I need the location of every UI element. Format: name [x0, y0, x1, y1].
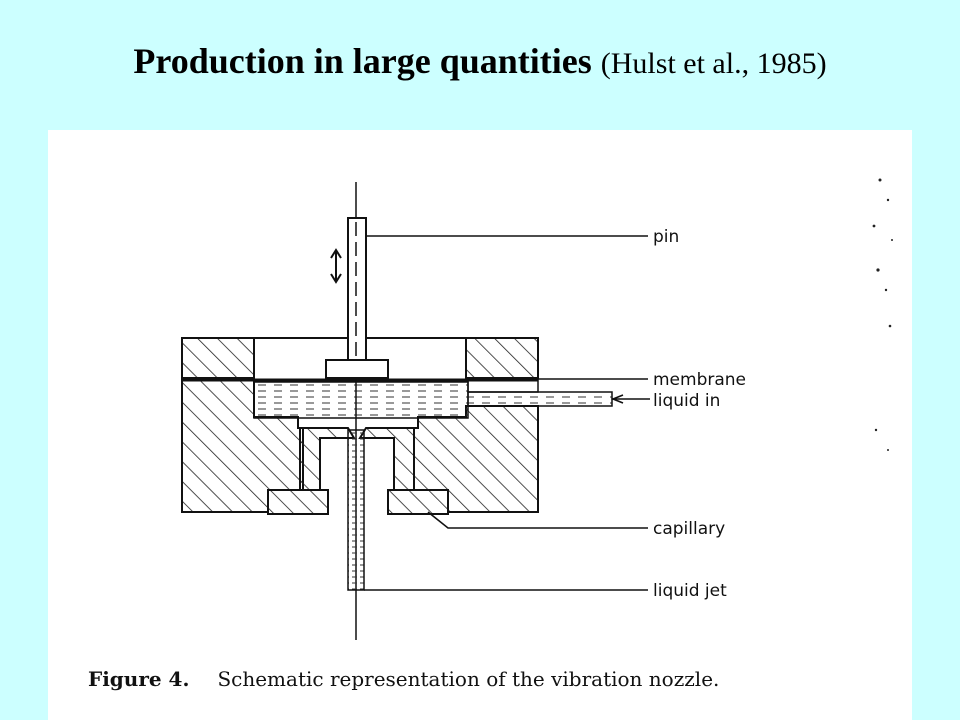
leader-lines — [364, 235, 650, 591]
label-membrane: membrane — [653, 370, 746, 390]
label-liquid-in: liquid in — [653, 391, 720, 411]
label-pin: pin — [653, 227, 679, 247]
pin — [325, 182, 389, 640]
caption-text: Schematic representation of the vibratio… — [217, 667, 720, 691]
scan-speckles — [872, 178, 893, 451]
inlet-channel — [467, 391, 613, 407]
figure-caption: Figure 4. Schematic representation of the… — [88, 667, 719, 691]
label-liquid-jet: liquid jet — [653, 581, 727, 601]
liquid-jet — [347, 429, 365, 591]
vibration-arrow-icon — [330, 248, 342, 284]
nozzle-diagram: pin membrane liquid in capillary liquid … — [181, 178, 893, 640]
slide-title: Production in large quantities (Hulst et… — [0, 40, 960, 82]
title-main: Production in large quantities — [133, 41, 592, 81]
label-capillary: capillary — [653, 519, 725, 539]
figure-panel: pin membrane liquid in capillary liquid … — [48, 130, 912, 720]
liquid-chamber — [253, 381, 469, 419]
title-citation: (Hulst et al., 1985) — [600, 47, 827, 80]
caption-number: Figure 4. — [88, 667, 190, 691]
